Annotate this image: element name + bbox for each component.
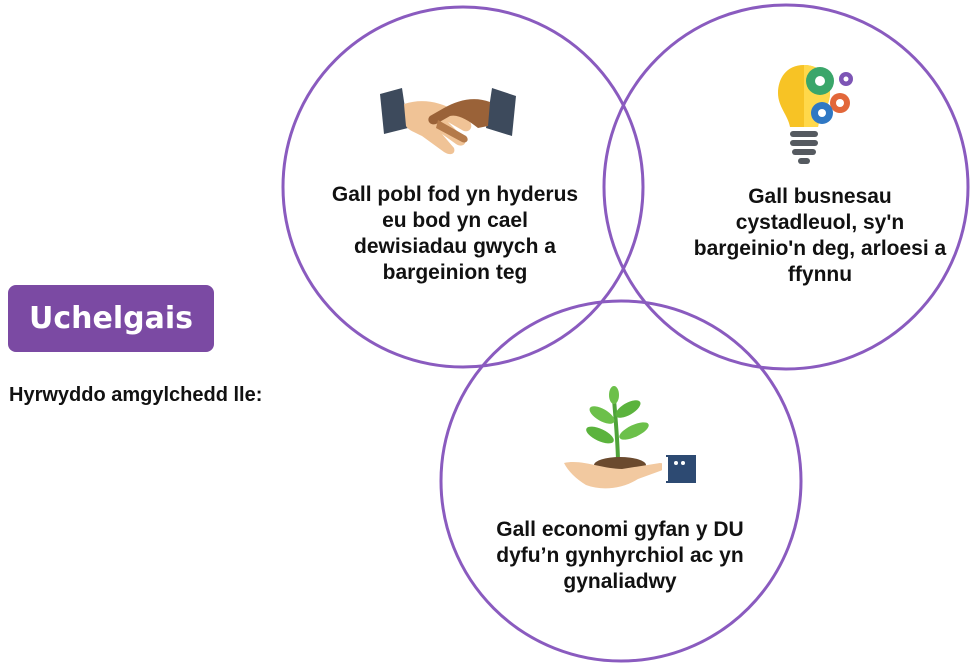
badge-label: Uchelgais xyxy=(29,301,193,336)
venn-circle-economy xyxy=(439,299,803,663)
circle-text-economy: Gall economi gyfan y DU dyfu’n gynhyrchi… xyxy=(496,518,744,593)
uchelgais-badge: Uchelgais xyxy=(8,285,214,352)
handshake-icon xyxy=(380,88,516,155)
circle-text-business: Gall busnesau cystadleuol, sy'n bargeini… xyxy=(693,185,947,286)
venn-circle-people xyxy=(281,5,645,369)
lightbulb-gears-icon xyxy=(778,65,853,164)
venn-circle-business xyxy=(602,3,970,371)
circle-text-people: Gall pobl fod yn hyderus eu bod yn cael … xyxy=(331,183,579,284)
subtitle: Hyrwyddo amgylchedd lle: xyxy=(9,384,263,406)
plant-in-hand-icon xyxy=(564,386,696,489)
